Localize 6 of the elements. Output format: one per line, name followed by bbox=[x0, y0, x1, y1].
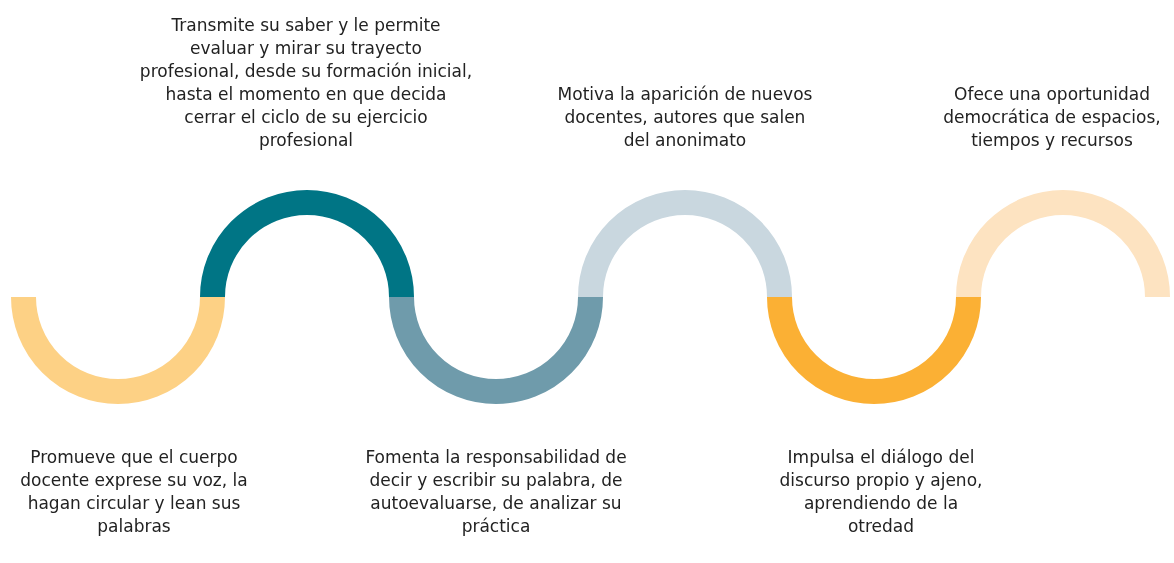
description-text: Transmite su saber y le permite evaluar y mirar su trayecto profesional, desde su formación inicial, hasta el momento en que decida cerrar el ciclo de su ejercicio profesional bbox=[138, 14, 474, 152]
description-text: Impulsa el diálogo del discurso propio y ajeno, aprendiendo de la otredad bbox=[778, 446, 984, 538]
description-text: Motiva la aparición de nuevos docentes, autores que salen del anonimato bbox=[556, 83, 814, 152]
description-text: Promueve que el cuerpo docente exprese su voz, la hagan circular y lean sus palabras bbox=[19, 446, 249, 538]
description-text: Ofece una oportunidad democrática de espacios, tiempos y recursos bbox=[942, 83, 1162, 152]
description-text: Fomenta la responsabilidad de decir y escribir su palabra, de autoevaluarse, de analizar su práctica bbox=[364, 446, 628, 538]
